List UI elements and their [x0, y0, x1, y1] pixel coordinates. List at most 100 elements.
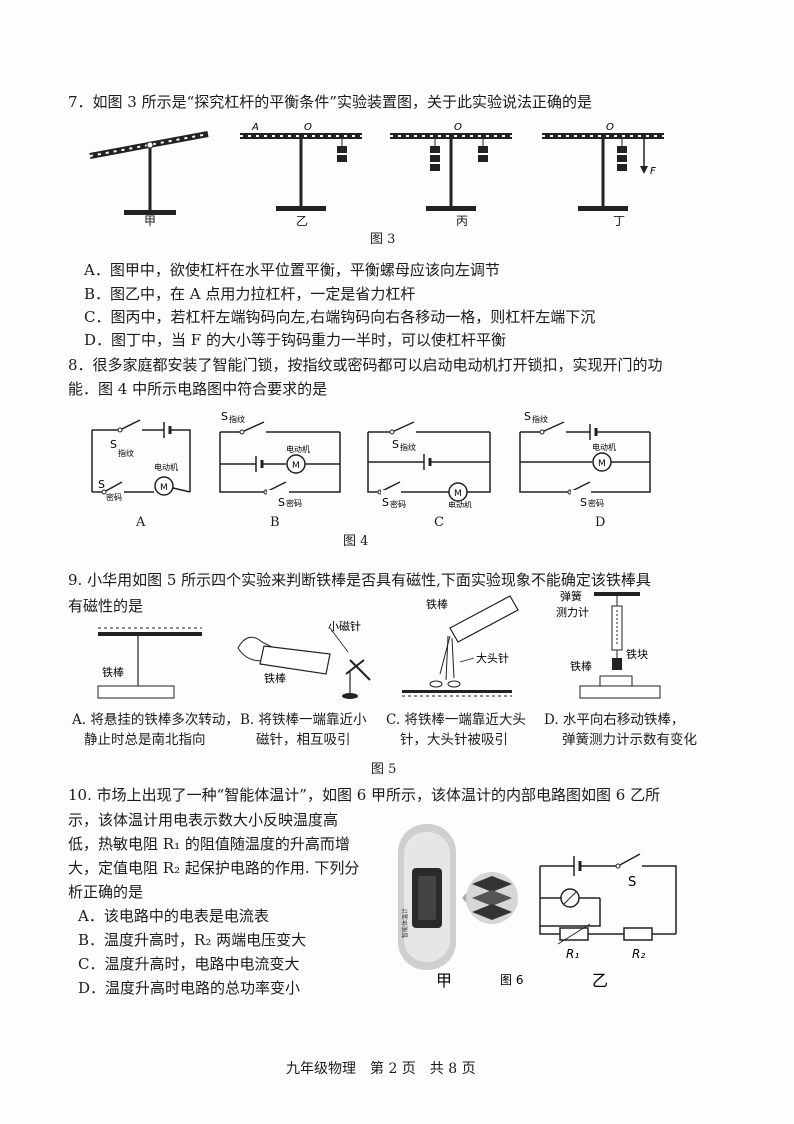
d-iron-bar-label: 铁棒: [570, 659, 592, 673]
q8-option-letter-d: D: [595, 515, 606, 530]
circuit-a: S 指纹 S 密码 电动机 M: [91, 419, 191, 502]
point-a-label: A: [251, 122, 259, 133]
q10-option-a: A．该电路中的电表是电流表: [78, 907, 269, 925]
point-o-label-bing: O: [454, 122, 462, 133]
a-switch-pw-s: S: [98, 478, 105, 491]
d-switch-fp-text: 指纹: [532, 414, 548, 424]
experiment-b: 小磁针 铁棒: [237, 619, 371, 699]
c-iron-bar-label: 铁棒: [426, 597, 448, 611]
q8-option-letter-a: A: [136, 515, 146, 530]
q7-sub-label-yi: 乙: [296, 214, 309, 228]
point-o-label-ding: O: [606, 122, 614, 133]
c-switch-pw-s: S: [382, 496, 389, 508]
d-motor-text: 电动机: [592, 442, 616, 452]
experiment-a: 铁棒: [97, 627, 202, 699]
a-motor-text: 电动机: [154, 462, 178, 472]
c-pin-label: 大头针: [476, 651, 509, 665]
experiment-d: 弹簧 测力计 铁块 铁棒: [556, 589, 661, 699]
q8-stem-line-1: 8．很多家庭都安装了智能门锁，按指纹或密码都可以启动电动机打开锁扣，实现开门的功: [68, 356, 663, 374]
lever-bing: [390, 133, 512, 211]
q10-figure-6: 智能体温计 S R₁ R₂ 甲 图 6 乙: [398, 824, 677, 990]
b-motor-m: M: [292, 461, 300, 471]
q10-stem-line-4: 大，定值电阻 R₂ 起保护电路的作用. 下列分: [68, 859, 360, 877]
a-switch-fp-s: S: [110, 438, 117, 451]
c-switch-fp-s: S: [392, 438, 399, 451]
d-switch-fp-s: S: [524, 410, 531, 423]
q10-option-c: C．温度升高时，电路中电流变大: [78, 955, 300, 973]
c-switch-pw-text: 密码: [390, 499, 406, 508]
r2-label: R₂: [632, 947, 645, 961]
a-switch-fp-text: 指纹: [118, 448, 134, 458]
b-switch-pw-s: S: [278, 496, 285, 508]
b-switch-pw-text: 密码: [286, 498, 302, 508]
c-motor-text: 电动机: [448, 500, 472, 508]
d-iron-block-label: 铁块: [626, 648, 648, 661]
force-f-label: F: [650, 166, 656, 177]
q7-sub-label-bing: 丙: [456, 214, 469, 228]
q7-option-d: D．图丁中，当 F 的大小等于钩码重力一半时，可以使杠杆平衡: [84, 331, 506, 349]
q8-figure-4: S 指纹 S 密码 电动机 M S 指纹 电动机 M S 密码: [91, 410, 651, 508]
experiment-c: 铁棒 大头针: [402, 595, 519, 697]
fig6-label-yi: 乙: [592, 971, 608, 990]
lever-jia: [89, 131, 209, 215]
b-motor-text: 电动机: [286, 444, 310, 454]
q7-figure-caption: 图 3: [370, 232, 396, 247]
q8-option-letter-b: B: [270, 515, 280, 530]
q10-stem-line-3: 低，热敏电阻 R₁ 的阻值随温度的升高而增: [68, 835, 350, 853]
q9-option-a-line-1: A. 将悬挂的铁棒多次转动，: [72, 712, 239, 728]
q9-option-c-line-2: 针，大头针被吸引: [400, 732, 508, 748]
a-iron-bar-label: 铁棒: [102, 665, 124, 679]
circuit-diagram-yi: S R₁ R₂: [539, 853, 677, 961]
q9-stem-line-1: 9. 小华用如图 5 所示四个实验来判断铁棒是否具有磁性,下面实验现象不能确定该…: [68, 571, 651, 589]
q9-option-c-line-1: C. 将铁棒一端靠近大头: [386, 712, 526, 728]
d-motor-m: M: [598, 459, 606, 469]
q9-option-b-line-2: 磁针，相互吸引: [256, 732, 351, 748]
q9-option-b-line-1: B. 将铁棒一端靠近小: [240, 712, 367, 728]
q7-option-b: B．图乙中，在 A 点用力拉杠杆，一定是省力杠杆: [84, 285, 416, 303]
a-switch-pw-text: 密码: [106, 492, 122, 502]
q8-figure-caption: 图 4: [343, 534, 369, 549]
circuit-d: S 指纹 电动机 M S 密码: [519, 410, 651, 508]
switch-s-label: S: [628, 875, 636, 890]
q7-option-a: A．图甲中，欲使杠杆在水平位置平衡，平衡螺母应该向左调节: [84, 261, 500, 279]
q8-option-letter-c: C: [434, 515, 444, 530]
fig6-caption: 图 6: [500, 973, 523, 987]
fig6-label-jia: 甲: [436, 971, 452, 990]
q10-option-d: D．温度升高时电路的总功率变小: [78, 979, 301, 997]
q7-sub-label-ding: 丁: [613, 214, 626, 228]
q10-stem-line-2: 示，该体温计用电表示数大小反映温度高: [68, 811, 339, 829]
b-iron-bar-label: 铁棒: [264, 671, 286, 685]
circuit-c: S 指纹 S 密码 M 电动机: [367, 421, 491, 508]
q8-stem-line-2: 能．图 4 中所示电路图中符合要求的是: [68, 380, 328, 398]
b-switch-fp-text: 指纹: [229, 414, 245, 424]
thermometer-device: 智能体温计: [398, 824, 518, 970]
q7-stem: 7．如图 3 所示是“探究杠杆的平衡条件”实验装置图，关于此实验说法正确的是: [68, 93, 592, 111]
a-motor-m: M: [160, 483, 168, 493]
q10-option-b: B．温度升高时，R₂ 两端电压变大: [78, 931, 307, 949]
page-footer: 九年级物理 第 2 页 共 8 页: [286, 1061, 476, 1077]
d-spring-label-2: 测力计: [556, 606, 589, 619]
q9-figure-5: 铁棒 小磁针 铁棒 铁棒 大头针 弹簧 测力计 铁: [97, 589, 661, 699]
r1-label: R₁: [566, 947, 579, 961]
c-switch-fp-text: 指纹: [400, 442, 416, 452]
q9-option-d-line-2: 弹簧测力计示数有变化: [562, 732, 697, 748]
q7-figure-3: A O O O F: [89, 122, 664, 215]
device-text: 智能体温计: [401, 908, 409, 938]
q9-figure-caption: 图 5: [371, 762, 397, 777]
b-switch-fp-s: S: [221, 410, 228, 423]
point-o-label-yi: O: [304, 122, 312, 133]
d-switch-pw-s: S: [580, 496, 587, 508]
d-spring-label-1: 弹簧: [560, 589, 582, 603]
q9-option-d-line-1: D. 水平向右移动铁棒，: [544, 712, 685, 728]
q10-stem-line-1: 10. 市场上出现了一种“智能体温计”，如图 6 甲所示，该体温计的内部电路图如…: [68, 786, 661, 804]
c-motor-m: M: [454, 489, 462, 499]
b-needle-label: 小磁针: [328, 619, 361, 633]
lever-ding: [542, 133, 664, 211]
d-switch-pw-text: 密码: [588, 498, 604, 508]
q7-option-c: C．图丙中，若杠杆左端钩码向左,右端钩码向右各移动一格，则杠杆左端下沉: [84, 308, 596, 326]
q7-sub-label-jia: 甲: [144, 214, 157, 228]
q9-stem-line-2: 有磁性的是: [68, 597, 144, 615]
lever-yi: [240, 133, 362, 211]
q9-option-a-line-2: 静止时总是南北指向: [84, 732, 206, 748]
circuit-b: S 指纹 电动机 M S 密码: [219, 410, 341, 508]
